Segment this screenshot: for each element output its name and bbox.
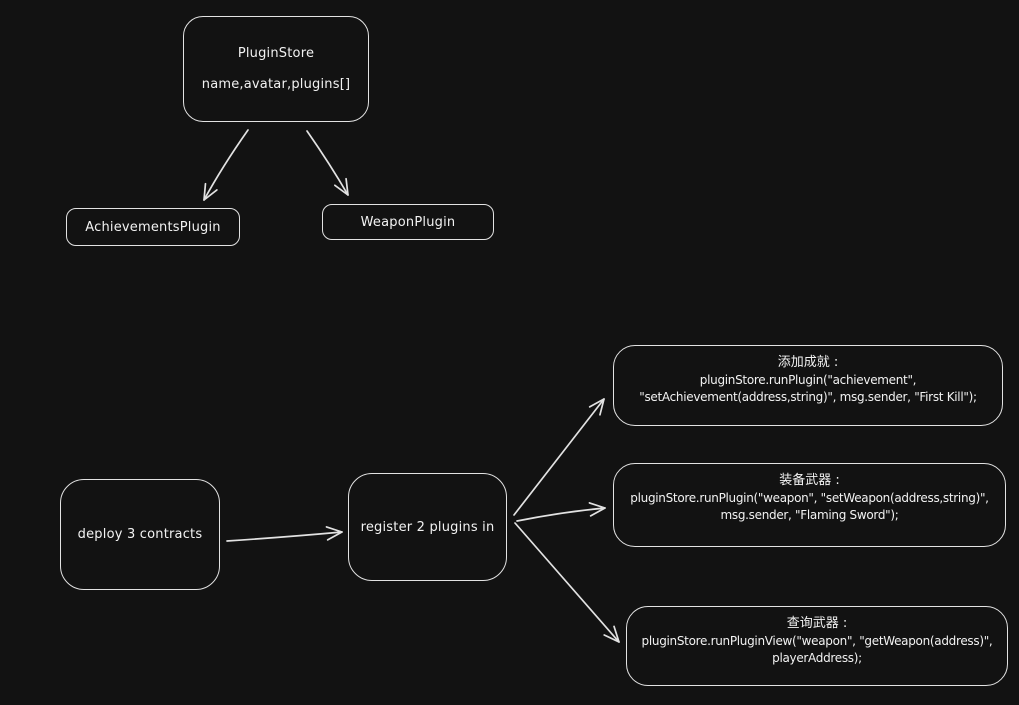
node-deploy-contracts[interactable]: deploy 3 contracts (60, 479, 220, 590)
add-achievement-title: 添加成就 : (777, 355, 839, 370)
equip-weapon-code-line-2: msg.sender, "Flaming Sword"); (720, 507, 899, 522)
query-weapon-title: 查询武器 : (786, 616, 848, 631)
plugin-store-title: PluginStore (237, 46, 315, 61)
arrow-pluginstore-to-achievements[interactable] (203, 129, 249, 201)
weapon-plugin-label: WeaponPlugin (360, 214, 456, 230)
node-achievements-plugin[interactable]: AchievementsPlugin (66, 208, 240, 246)
arrow-register-to-query-weapon[interactable] (514, 522, 620, 643)
arrow-deploy-to-register[interactable] (226, 526, 343, 542)
register-plugins-label: register 2 plugins in (360, 519, 495, 535)
arrow-register-to-add-achievement[interactable] (513, 398, 605, 516)
query-weapon-code-line-1: pluginStore.runPluginView("weapon", "get… (641, 634, 993, 648)
query-weapon-code-line-2: playerAddress); (772, 650, 862, 665)
add-achievement-code-line-1: pluginStore.runPlugin("achievement", (699, 373, 917, 387)
equip-weapon-title: 装备武器 : (779, 473, 840, 488)
plugin-store-fields: name,avatar,plugins[] (201, 77, 351, 92)
node-add-achievement[interactable]: 添加成就 : pluginStore.runPlugin("achievemen… (613, 345, 1003, 426)
arrow-pluginstore-to-weapon[interactable] (306, 130, 349, 196)
node-query-weapon[interactable]: 查询武器 : pluginStore.runPluginView("weapon… (626, 606, 1008, 686)
deploy-contracts-label: deploy 3 contracts (77, 527, 203, 542)
equip-weapon-code-line-1: pluginStore.runPlugin("weapon", "setWeap… (630, 491, 989, 505)
node-register-plugins[interactable]: register 2 plugins in (348, 473, 507, 581)
node-equip-weapon[interactable]: 装备武器 : pluginStore.runPlugin("weapon", "… (613, 463, 1006, 547)
add-achievement-code-line-2: "setAchievement(address,string)", msg.se… (639, 389, 977, 404)
node-plugin-store[interactable]: PluginStore name,avatar,plugins[] (183, 16, 369, 122)
arrow-register-to-equip-weapon[interactable] (516, 502, 606, 522)
achievements-plugin-label: AchievementsPlugin (85, 219, 221, 235)
node-weapon-plugin[interactable]: WeaponPlugin (322, 204, 494, 240)
